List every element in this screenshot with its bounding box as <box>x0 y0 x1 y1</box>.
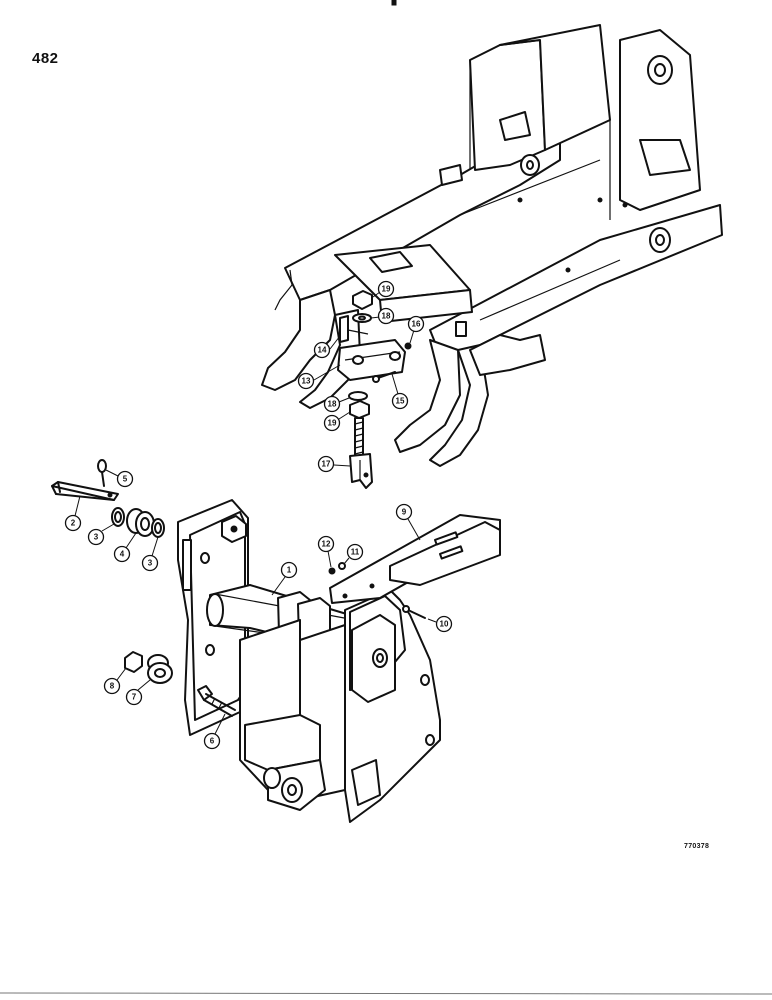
callout-3-left: 3 <box>94 533 99 542</box>
callout-6: 6 <box>210 737 215 746</box>
washer-3-left <box>111 507 125 527</box>
callout-1: 1 <box>287 566 292 575</box>
drawing-number: 770378 <box>684 843 710 850</box>
lockwasher-11 <box>338 562 346 570</box>
callout-18-top: 18 <box>382 312 391 321</box>
lynch-pin-5 <box>97 459 107 487</box>
tractor-main-frame <box>284 24 723 363</box>
callout-9: 9 <box>402 508 407 517</box>
callout-5: 5 <box>123 475 128 484</box>
washer-18-bottom <box>348 391 368 401</box>
threaded-yoke-17 <box>349 417 373 489</box>
washer-3-right <box>151 518 165 538</box>
callout-16: 16 <box>412 320 421 329</box>
pin-16 <box>404 342 412 350</box>
bushing-4 <box>126 508 155 537</box>
callout-12: 12 <box>322 540 331 549</box>
bolt-6 <box>197 685 236 717</box>
bracket-14 <box>339 315 349 343</box>
nut-8 <box>124 651 143 673</box>
callout-7: 7 <box>132 693 137 702</box>
callout-2: 2 <box>71 519 76 528</box>
callout-8: 8 <box>110 682 115 691</box>
nut-19-top <box>352 290 373 310</box>
clevis-13 <box>337 339 406 381</box>
frame-right-hook-arm <box>394 334 546 467</box>
callout-15: 15 <box>396 397 405 406</box>
nut-19-bottom <box>349 400 370 419</box>
page-bottom-edge <box>0 992 772 995</box>
callout-19-bottom: 19 <box>328 419 337 428</box>
page-number: 482 <box>32 50 59 67</box>
callout-3-right: 3 <box>148 559 153 568</box>
hitch-frame-1 <box>177 499 441 823</box>
callout-18-bottom: 18 <box>328 400 337 409</box>
bolt-15 <box>377 371 396 379</box>
callout-17: 17 <box>322 460 331 469</box>
clevis-assembly <box>337 290 412 489</box>
mounting-plate-9 <box>329 514 501 604</box>
callout-4: 4 <box>120 550 125 559</box>
callout-11: 11 <box>351 548 360 557</box>
callout-19-top: 19 <box>382 285 391 294</box>
callout-14: 14 <box>318 346 327 355</box>
bushing-7 <box>147 654 173 684</box>
callout-10: 10 <box>440 620 449 629</box>
hitch-pin-2 <box>51 481 119 501</box>
registration-mark <box>391 0 397 6</box>
callout-13: 13 <box>302 377 311 386</box>
nut-12 <box>328 567 336 575</box>
bolt-10 <box>402 605 426 619</box>
